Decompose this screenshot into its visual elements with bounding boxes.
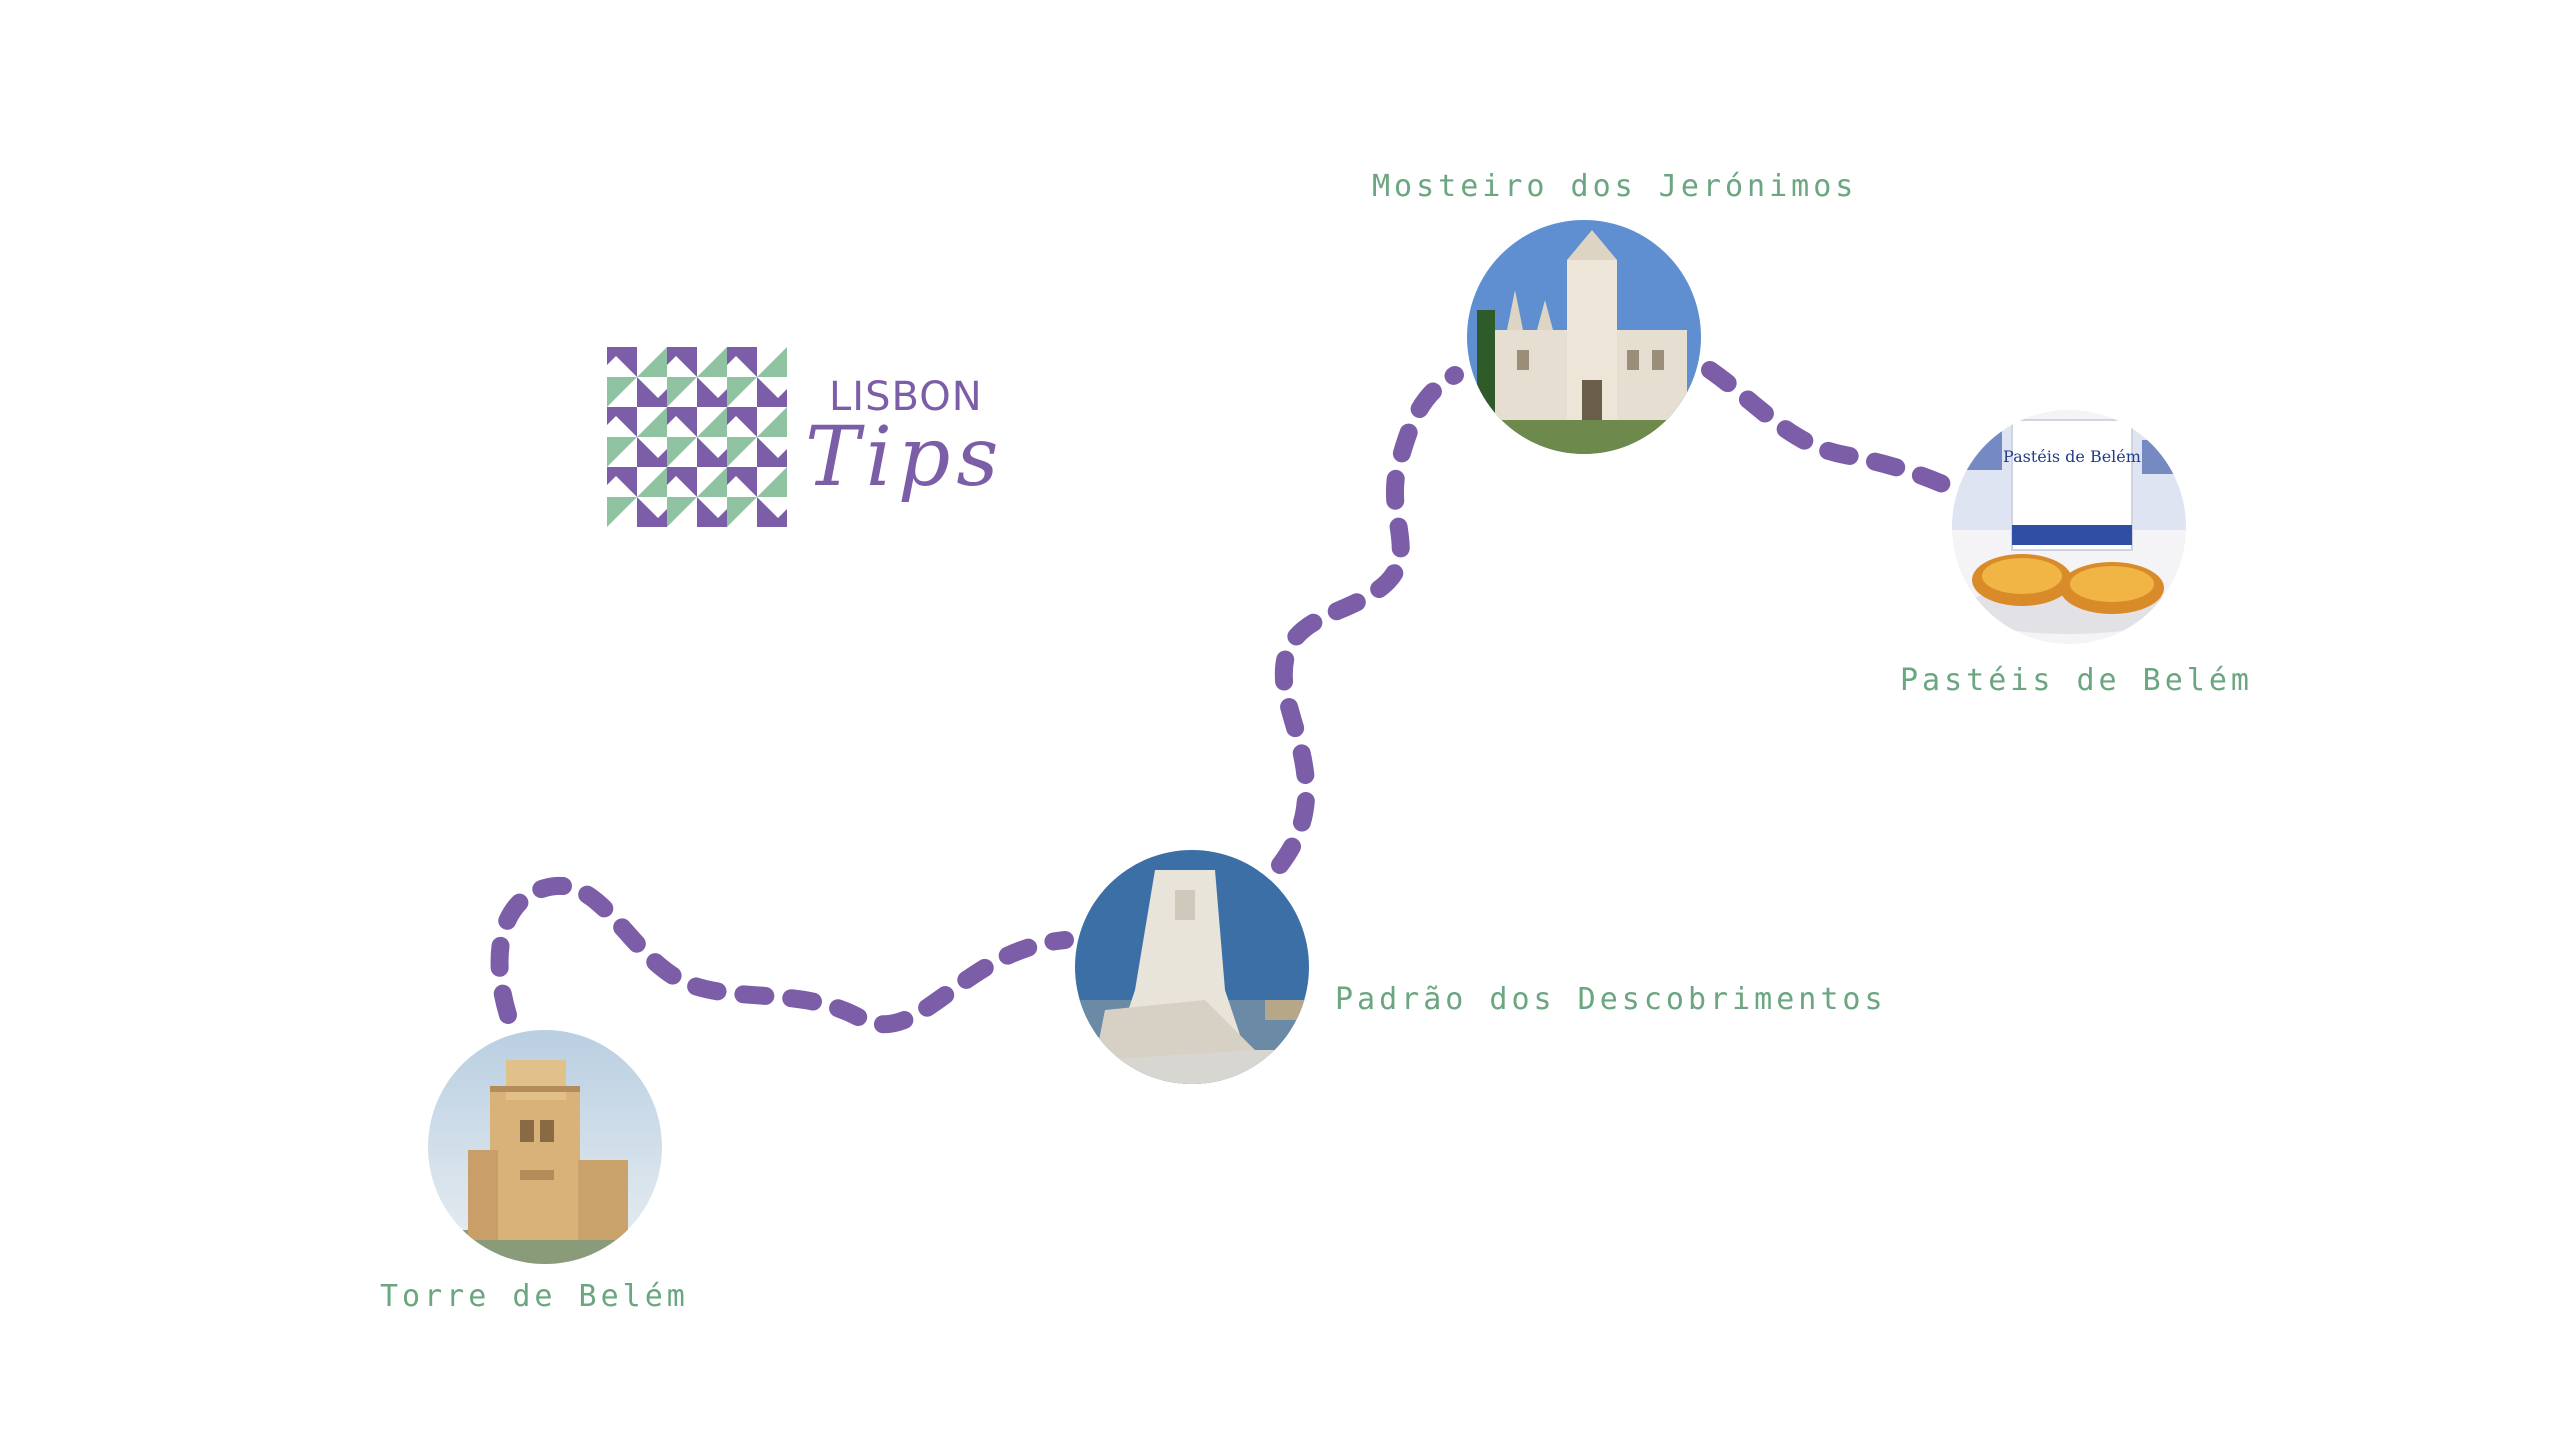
label-torre-de-belem: Torre de Belém <box>380 1279 689 1314</box>
stop-pasteis-de-belem[interactable]: Pastéis de Belém <box>1952 410 2186 644</box>
lisbon-tips-logo: LISBON Tips <box>607 347 1037 532</box>
pasteis-de-belem-photo: Pastéis de Belém <box>1952 410 2186 644</box>
route-segment-2 <box>1271 366 1464 874</box>
stop-torre-de-belem[interactable] <box>428 1030 662 1264</box>
padrao-dos-descobrimentos-photo <box>1075 850 1309 1084</box>
stop-mosteiro-dos-jeronimos[interactable] <box>1467 220 1701 454</box>
logo-text-tips: Tips <box>805 410 1005 505</box>
label-mosteiro-dos-jeronimos: Mosteiro dos Jerónimos <box>1372 169 1858 204</box>
route-segment-3 <box>1701 361 1954 494</box>
logo-text-lisbon: LISBON <box>829 374 983 420</box>
route-segment-1 <box>490 877 1074 1034</box>
azulejo-tile-icon <box>607 347 787 527</box>
stop-padrao-dos-descobrimentos[interactable] <box>1075 850 1309 1084</box>
pasteis-box-label: Pastéis de Belém <box>2003 447 2141 466</box>
label-padrao-dos-descobrimentos: Padrão dos Descobrimentos <box>1335 982 1887 1017</box>
label-pasteis-de-belem: Pastéis de Belém <box>1900 663 2253 698</box>
torre-de-belem-photo <box>428 1030 662 1264</box>
mosteiro-dos-jeronimos-photo <box>1467 220 1701 454</box>
